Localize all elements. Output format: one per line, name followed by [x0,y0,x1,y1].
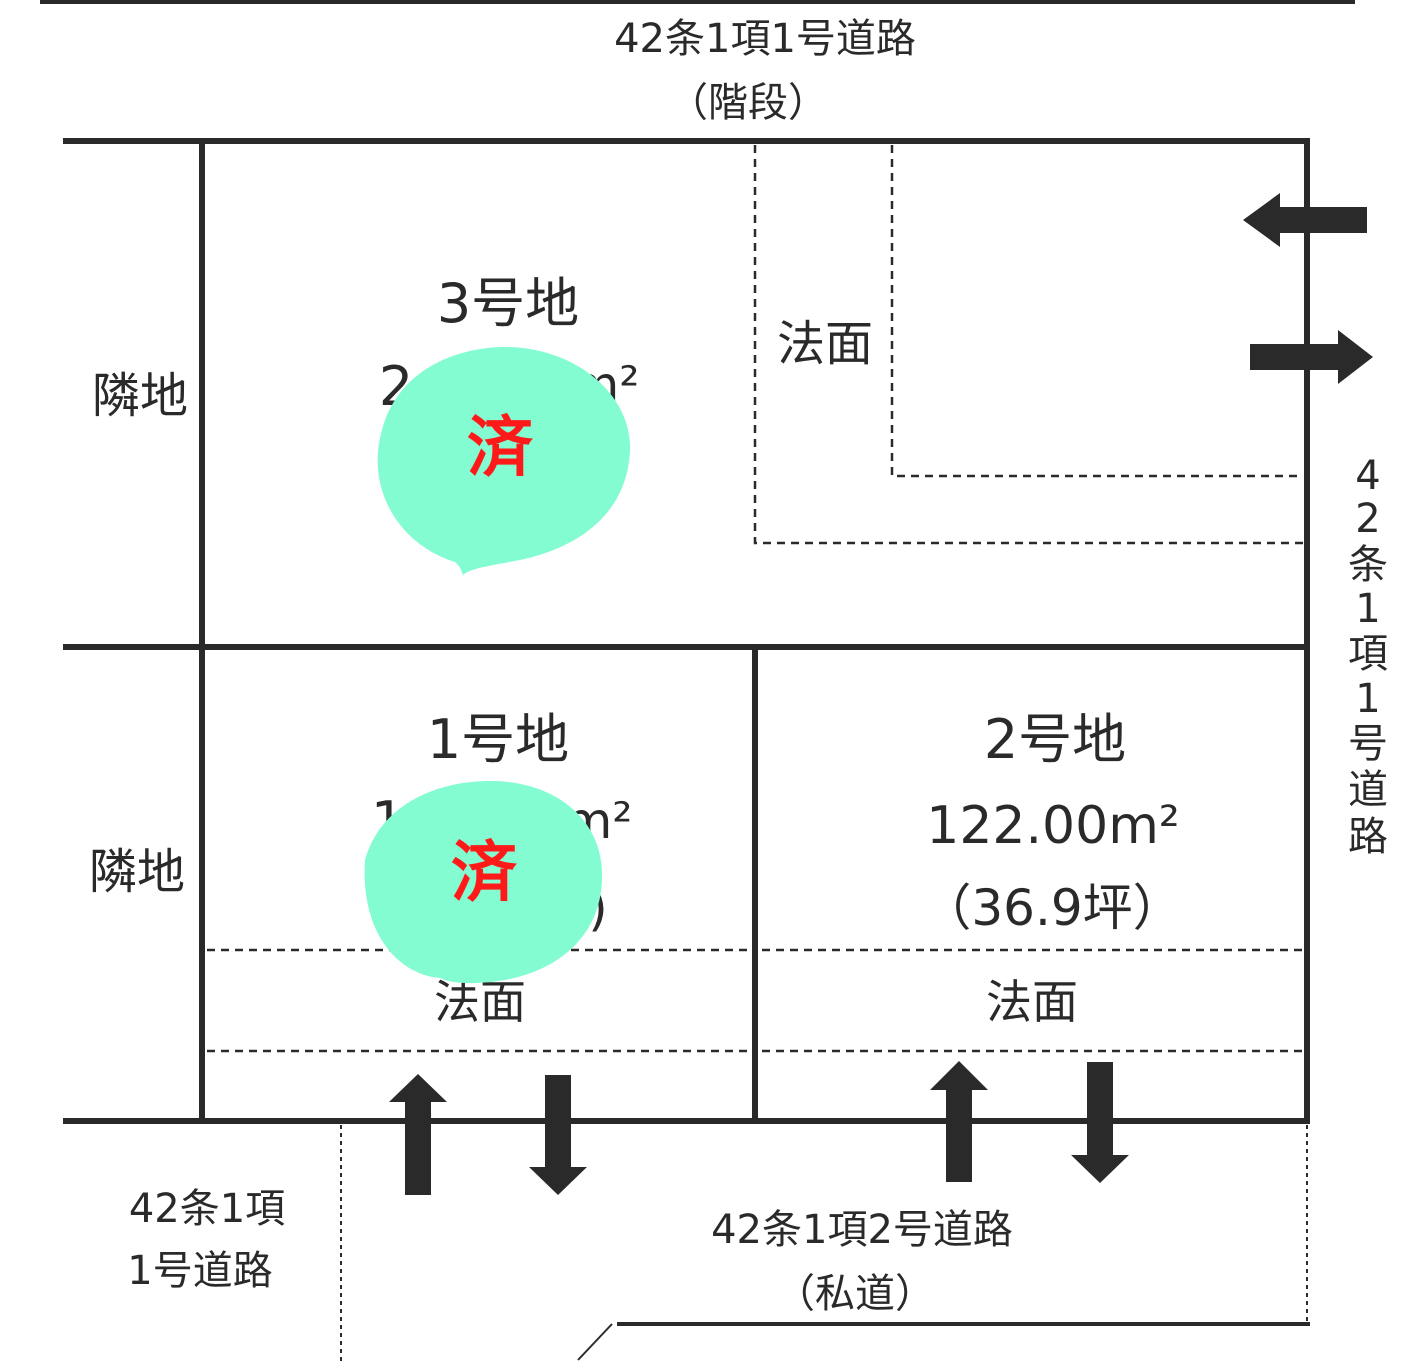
lot2-area: 122.00m² [926,796,1179,856]
stamp-blob [364,780,603,984]
lot2-slope-label: 法面 [986,975,1078,1029]
right-road-char: 1 [1355,676,1380,722]
top-road-sublabel: （階段） [668,80,828,126]
right-road-label: 4 2 条 1 項 1 号 道 路 [1348,453,1388,860]
lot1-sold-stamp: 済 [364,780,603,984]
lot3-stamp-text: 済 [467,409,534,486]
bottom-road-label: 42条1項2号道路 [711,1207,1013,1253]
lot1-slope-label: 法面 [434,975,526,1029]
road-outline [340,1125,1308,1363]
right-road-char: 号 [1348,721,1388,767]
slope-outer-3 [753,145,1303,545]
arrow-down-icon [529,1075,587,1195]
slope-inner-3 [890,145,1303,478]
lot2-tsubo: （36.9坪） [921,879,1182,937]
lot1-stamp-text: 済 [451,834,518,911]
right-road-char: 1 [1355,586,1380,632]
arrow-right-icon [1250,330,1373,384]
right-road-char: 2 [1355,496,1380,542]
arrow-up-icon [930,1061,988,1182]
arrow-left-icon [1243,193,1367,247]
right-road-char: 条 [1348,542,1388,588]
right-road-char: 道 [1348,767,1388,813]
arrow-down-icon [1071,1062,1129,1183]
access-arrows [389,193,1373,1195]
bottom-left-road-label: 42条1項 [129,1186,285,1232]
property-lines [63,138,1310,1124]
top-road-label: 42条1項1号道路 [614,16,916,62]
lot3-sold-stamp: 済 [377,346,631,575]
right-road-char: 路 [1348,814,1388,860]
right-road-char: 項 [1348,631,1388,677]
road-corner-line [577,1323,613,1361]
right-road-char: 4 [1355,453,1380,499]
lot3-slope-label: 法面 [777,316,873,372]
arrow-up-icon [389,1074,447,1195]
bottom-left-road-sublabel: 1号道路 [127,1248,272,1294]
neighbor-label-upper: 隣地 [92,368,188,424]
neighbor-label-lower: 隣地 [89,844,185,900]
lot3-name: 3号地 [437,272,579,335]
lot1-name: 1号地 [427,708,569,771]
lot2-name: 2号地 [984,708,1126,771]
bottom-road-sublabel: （私道） [775,1271,935,1317]
stamp-blob [377,346,631,575]
